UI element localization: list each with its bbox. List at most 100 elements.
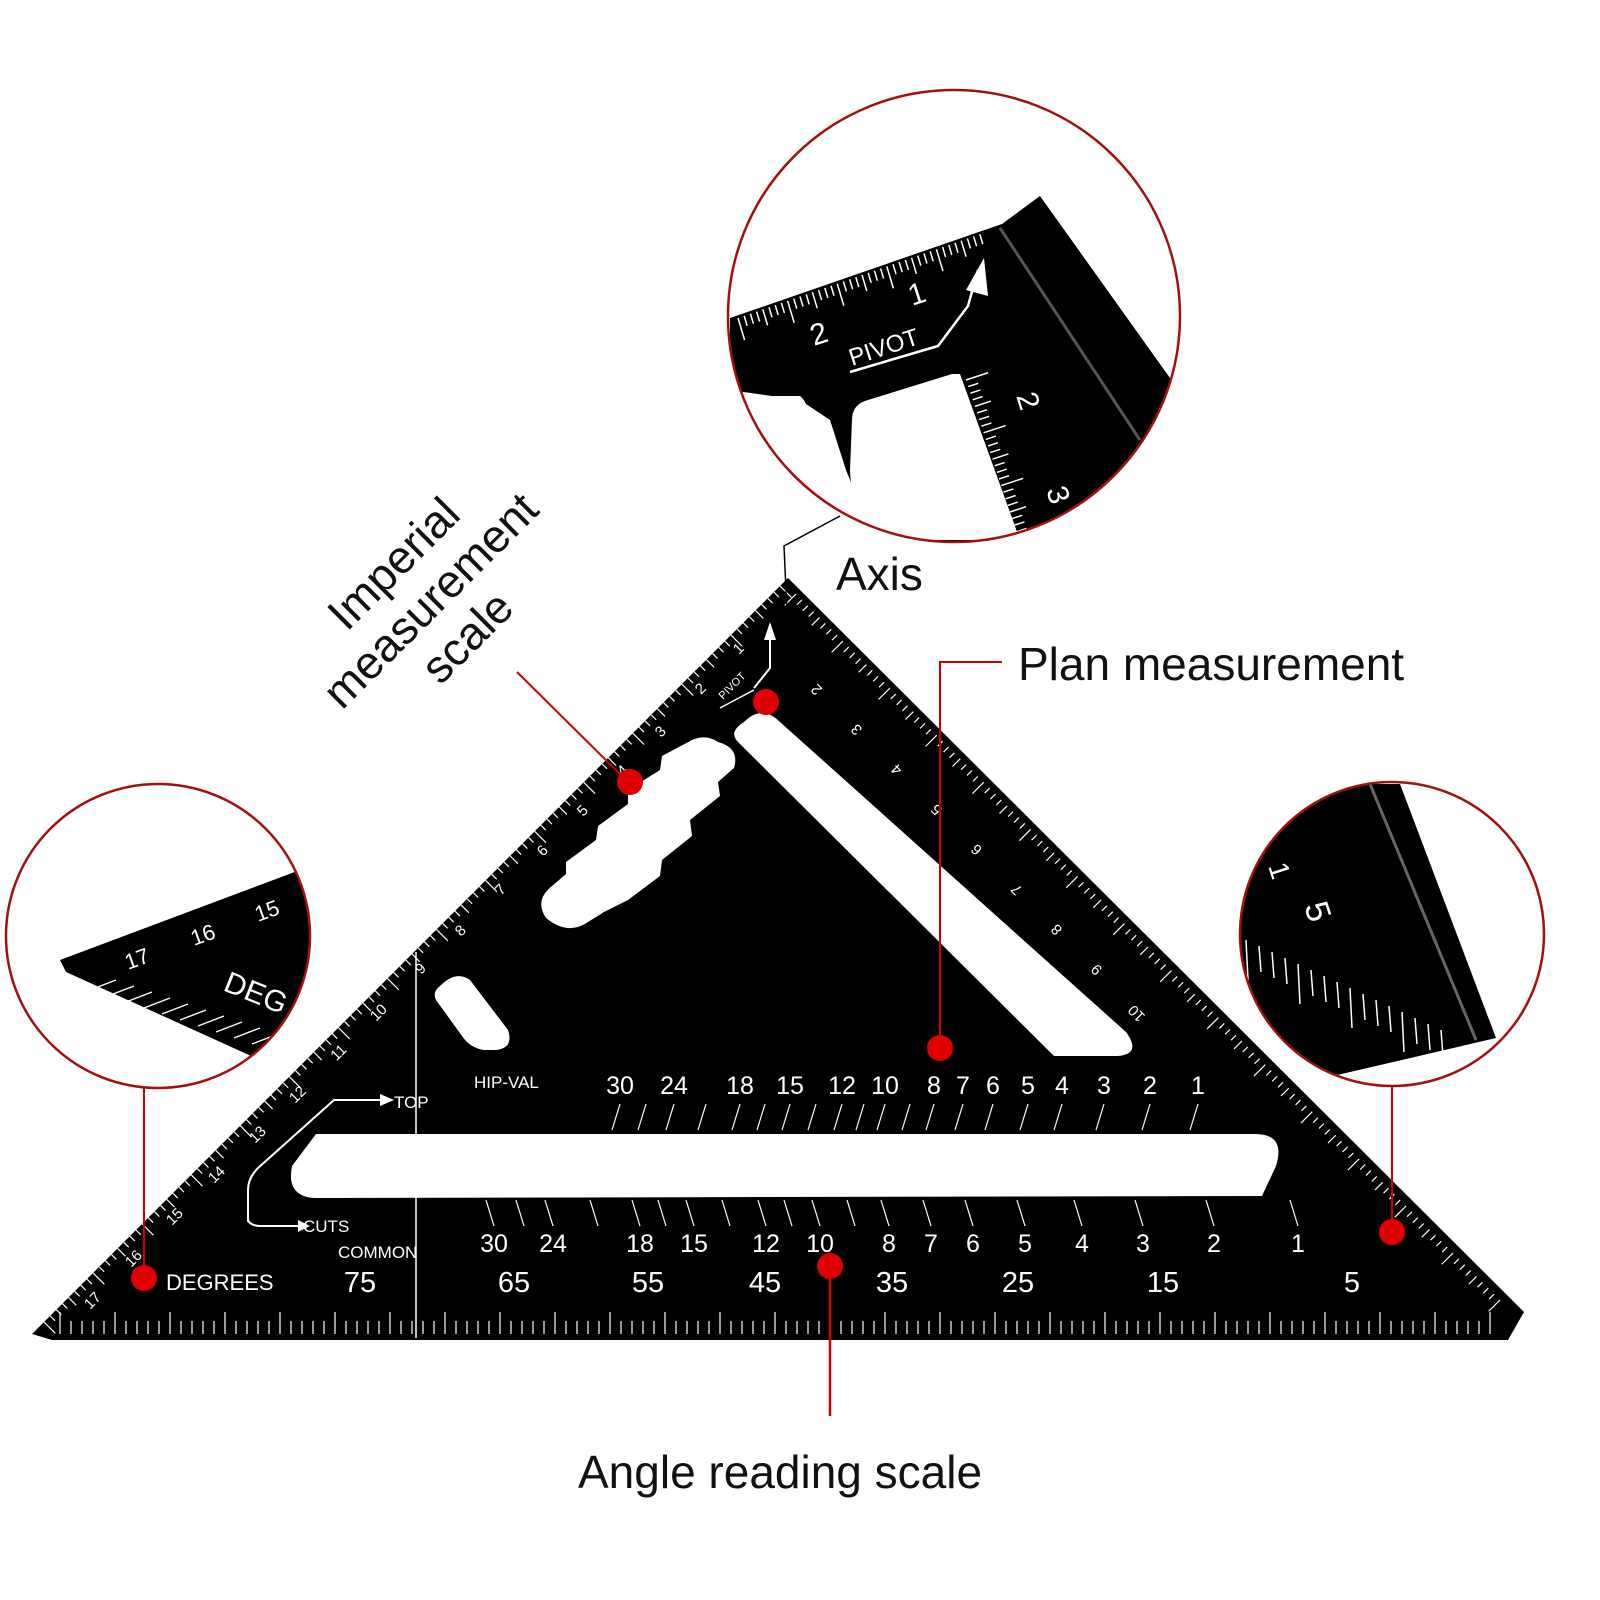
tick-mark [781,1103,791,1131]
tick-mark [825,628,832,635]
tick-mark [160,1205,166,1211]
tick-mark [460,904,470,914]
tick-mark [583,781,596,795]
tick-mark [1336,981,1340,1009]
tick-mark [1000,477,1024,487]
tick-mark [350,1014,357,1021]
tick-mark [811,1199,821,1227]
tick-mark [1327,1134,1337,1144]
tick-mark [943,746,949,753]
tick-mark [1186,993,1196,1003]
tick-mark [1295,1099,1301,1106]
tick-mark [1289,1199,1299,1227]
small-slot [434,976,510,1050]
tick-mark [1374,1181,1384,1191]
tick-mark [313,1051,323,1061]
tick-mark [1421,1228,1431,1238]
tick-mark [362,1002,372,1012]
common-number: 18 [626,1230,654,1258]
tick-mark [807,1103,817,1131]
tick-mark [1401,1011,1405,1053]
tick-mark [1414,1017,1418,1045]
tick-mark [1427,1023,1431,1051]
tick-mark [1013,817,1020,823]
tick-mark [485,1199,495,1227]
tick-mark [1418,1223,1425,1229]
tick-mark [91,932,97,946]
tick-mark [974,400,992,408]
tick-mark [846,1199,856,1227]
tick-mark [1300,1111,1313,1124]
tick-mark [1171,975,1178,982]
tick-mark [626,738,633,745]
tick-mark [1206,1017,1219,1030]
tick-mark [155,913,160,923]
tick-mark [107,985,135,997]
common-number: 15 [680,1230,708,1258]
hip-val-number: 15 [776,1072,804,1100]
tick-mark [540,824,547,831]
tick-mark [173,896,181,915]
tick-mark [799,296,804,307]
tick-mark [98,1266,105,1273]
tick-mark [783,1199,793,1227]
tick-mark [923,253,928,264]
tick-mark [843,646,850,653]
tick-mark [972,236,978,247]
tick-mark [203,890,209,905]
tick-mark [276,1088,283,1095]
tick-mark [965,372,989,381]
hip-val-number: 6 [986,1072,1000,1100]
tick-mark [117,1247,126,1257]
tick-mark [1054,858,1061,865]
zoom-degrees-detail: 15 16 17 DEG [4,782,312,1090]
degree-number: 45 [749,1267,781,1299]
tick-mark [978,415,990,421]
tick-mark [43,1321,56,1334]
tick-mark [169,908,174,918]
tick-mark [638,726,645,733]
tick-mark [1134,1199,1144,1227]
tick-mark [1245,939,1249,981]
tick-mark [515,849,522,856]
hip-val-number: 1 [1191,1072,1205,1100]
tick-mark [92,1272,105,1285]
tick-mark [1045,852,1055,862]
tick-mark [245,1119,252,1125]
tick-mark [534,830,547,844]
tick-mark [1218,1023,1225,1029]
hip-val-number: 7 [956,1072,970,1100]
tick-mark [1011,514,1023,520]
tick-mark [99,934,104,944]
common-number: 4 [1075,1230,1089,1258]
tick-mark [663,702,669,708]
callout-lines [143,515,1393,1416]
tick-mark [954,1103,964,1131]
tick-mark [227,1137,234,1144]
degree-number: 25 [1002,1267,1034,1299]
tick-mark [848,279,854,290]
tick-mark [71,945,76,954]
tick-mark [1441,1252,1454,1265]
tick-mark [1019,823,1026,829]
tick-mark [1007,811,1014,818]
tick-mark [162,911,167,920]
tick-mark [896,699,903,706]
tick-mark [836,283,845,306]
tick-mark [979,233,984,245]
tick-mark [705,659,715,668]
tick-mark [1336,1140,1343,1147]
tick-mark [269,1039,297,1051]
tick-mark [68,1297,77,1306]
tick-mark [949,752,955,759]
tick-mark [669,695,675,702]
common-tick-marks [485,1199,1299,1227]
tick-mark [301,1063,307,1070]
tick-mark [1253,1064,1266,1077]
tick-mark [287,1045,310,1057]
tick-mark [528,837,534,843]
hip-val-tick-marks [611,1103,1199,1131]
tick-mark [374,990,381,997]
tick-mark [1271,1076,1278,1082]
tick-mark [325,1039,332,1046]
